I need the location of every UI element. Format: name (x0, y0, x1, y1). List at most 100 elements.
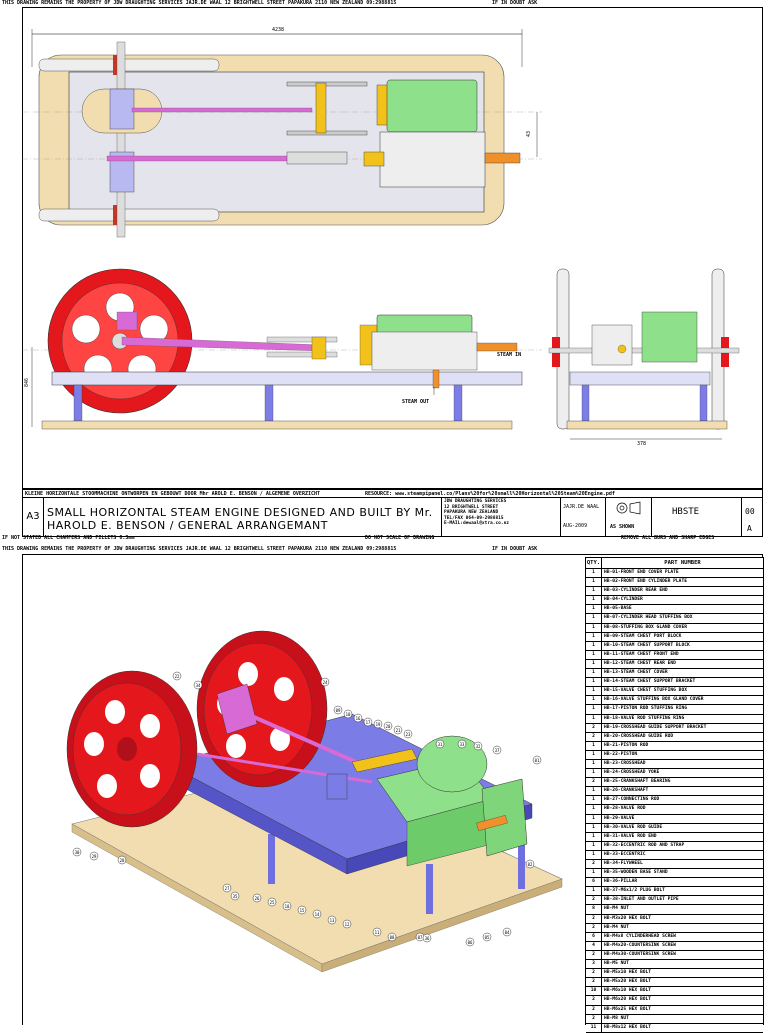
part-name: HB-32-ECCENTRIC ROD AND STRAP (604, 842, 685, 848)
svg-text:33: 33 (460, 742, 465, 747)
part-name: HB-14-STEAM CHEST SUPPORT BRACKET (604, 679, 696, 685)
part-qty: 1 (586, 569, 602, 578)
part-name: HB-30-VALVE ROD GUIDE (604, 824, 663, 830)
part-name: HB-23-CROSSHEAD (604, 760, 646, 766)
part-name: HB-M6x25 HEX BOLT (604, 1006, 652, 1012)
part-qty: 1 (586, 787, 602, 796)
part-name: HB-33-ECCENTRIC (604, 851, 646, 857)
callout: 23 (403, 729, 413, 739)
svg-text:19: 19 (376, 722, 381, 727)
part-qty: 1 (586, 832, 602, 841)
part-name: HB-M4x20-COUNTERSINK SCREW (604, 942, 676, 948)
part-name: HB-31-VALVE ROD END (604, 833, 657, 839)
svg-text:09: 09 (336, 708, 341, 713)
svg-text:02: 02 (528, 862, 533, 867)
part-name: HB-35-WOODEN BASE STAND (604, 870, 668, 876)
callout: 04 (502, 927, 512, 937)
title-line-2: HAROLD E. BENSON / GENERAL ARRANGEMANT (47, 519, 328, 532)
drawing-number: HBSTE (672, 507, 700, 517)
callout: 25 (267, 897, 277, 907)
part-qty: 1 (586, 687, 602, 696)
steam-out-label: STEAM OUT (402, 399, 429, 405)
part-qty: 1 (586, 632, 602, 641)
svg-text:06: 06 (468, 940, 473, 945)
part-qty: 1 (586, 805, 602, 814)
callout: 02 (525, 859, 535, 869)
part-name: HB-M5 NUT (604, 961, 629, 967)
callout: 37 (492, 745, 502, 755)
revision: A (747, 524, 752, 533)
projection-symbol-icon (616, 501, 641, 515)
svg-text:05: 05 (485, 935, 490, 940)
part-qty: 2 (586, 896, 602, 905)
drawing-scale: AS SHOWN (610, 524, 635, 530)
part-qty: 2 (586, 969, 602, 978)
callout: 06 (465, 937, 475, 947)
part-qty: 1 (586, 578, 602, 587)
part-name: HB-M5x10 HEX BOLT (604, 970, 652, 976)
svg-text:36: 36 (425, 936, 430, 941)
part-name: HB-07-CYLINDER HEAD STUFFING BOX (604, 615, 693, 621)
flywheel-plan-top (38, 58, 220, 72)
drawn-by: JAJR.DE WAAL (563, 504, 600, 510)
callout: 16 (353, 713, 363, 723)
callout: 08 (387, 932, 397, 942)
part-qty: 1 (586, 623, 602, 632)
part-qty: 2 (586, 950, 602, 960)
part-qty: 2 (586, 732, 602, 741)
iso-flywheel-rear (196, 630, 328, 788)
property-notice-2: THIS DRAWING REMAINS THE PROPERTY OF JDW… (2, 546, 397, 552)
callout: 22 (172, 671, 182, 681)
part-qty: 2 (586, 978, 602, 987)
resource-row: RESOURCE: www.steampipanel.co/Plans%20fo… (365, 491, 615, 497)
height-right-dim: 43 (526, 131, 532, 137)
iso-cylinder (416, 735, 488, 793)
callout: 01 (532, 755, 542, 765)
part-qty: 1 (586, 669, 602, 678)
callout: 31 (435, 739, 445, 749)
part-name: HB-M3x20 HEX BOLT (604, 915, 652, 921)
part-qty: 1 (586, 714, 602, 723)
svg-text:07: 07 (418, 935, 423, 940)
part-qty: 2 (586, 1005, 602, 1014)
part-qty: 2 (586, 778, 602, 787)
crankshaft-plan (116, 41, 126, 238)
part-name: HB-19-CROSSHEAD GUIDE SUPPORT BRACKET (604, 724, 707, 730)
callout-bubbles: 22 24 09 10 16 17 19 20 21 23 33 37 01 0… (72, 671, 542, 947)
part-name: HB-M8x12 HEX BOLT (604, 1024, 652, 1030)
end-view (548, 268, 740, 430)
callout: 18 (282, 901, 292, 911)
callout: 28 (117, 855, 127, 865)
callout: 36 (422, 933, 432, 943)
part-name: HB-27-CONNECTING ROD (604, 797, 660, 803)
callout: 21 (393, 725, 403, 735)
svg-text:21: 21 (396, 728, 401, 733)
part-name: HB-28-VALVE ROD (604, 806, 646, 812)
part-name: HB-04-CYLINDER (604, 597, 643, 603)
part-qty: 2 (586, 914, 602, 923)
part-qty: 1 (586, 696, 602, 705)
svg-text:08: 08 (390, 935, 395, 940)
svg-text:31: 31 (438, 742, 443, 747)
svg-text:25: 25 (270, 900, 275, 905)
